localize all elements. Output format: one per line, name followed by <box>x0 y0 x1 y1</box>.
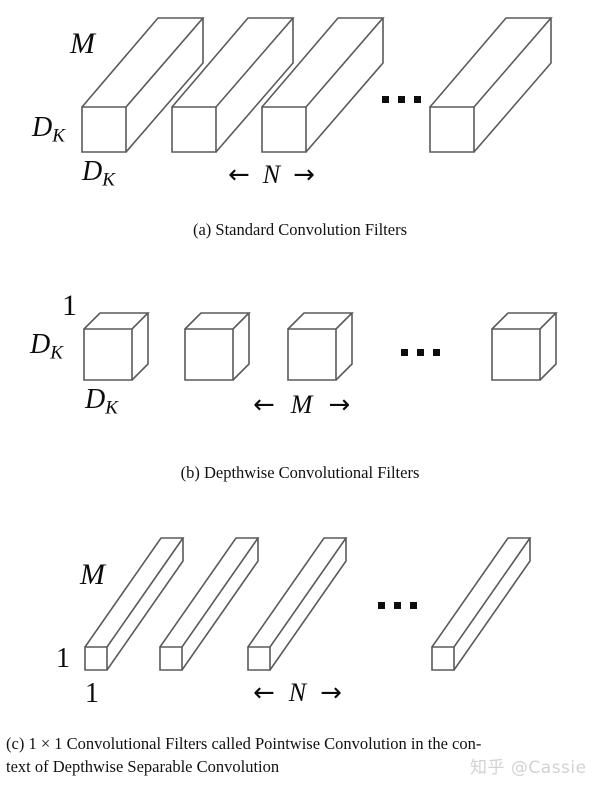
panel-a-height-label-sub: K <box>52 125 65 147</box>
panel-a-width-label-base: D <box>82 156 103 187</box>
prism-a-4 <box>429 17 553 153</box>
panel-b-caption: (b) Depthwise Convolutional Filters <box>180 463 420 482</box>
prism-c-4 <box>431 537 532 671</box>
ellipsis-dot <box>433 349 440 356</box>
prism-a-1 <box>81 17 205 153</box>
ellipsis-dot <box>414 96 421 103</box>
cube-b-2 <box>184 312 251 381</box>
panel-c-height-label: 1 <box>56 643 70 674</box>
panel-c-caption-line-1: (c) 1 × 1 Convolutional Filters called P… <box>6 734 482 753</box>
ellipsis-dot <box>398 96 405 103</box>
panel-a-width-label-sub: K <box>102 169 115 191</box>
panel-b-height-label: DK <box>30 329 63 364</box>
panel-a-count-arrow: ← N → <box>228 160 315 190</box>
arrow-right-icon: → <box>328 390 351 420</box>
prism-a-2 <box>171 17 295 153</box>
arrow-right-icon: → <box>320 678 342 708</box>
ellipsis-dot <box>401 349 408 356</box>
panel-b-diagram: 1 DK DK ← M → <box>0 255 600 440</box>
panel-c-width-label: 1 <box>85 678 99 709</box>
panel-c-depth-label: M <box>80 558 105 591</box>
prism-c-2 <box>159 537 260 671</box>
panel-b-count-label: M <box>290 390 313 419</box>
panel-a-ellipsis <box>382 96 421 103</box>
prism-c-1 <box>84 537 185 671</box>
panel-c-diagram: M 1 1 ← N → <box>0 520 600 710</box>
panel-a-width-label: DK <box>82 156 115 191</box>
panel-b-depthwise-convolution: 1 DK DK ← M → (b) Depthwise Convolutiona… <box>0 255 600 510</box>
panel-c-count-arrow: ← N → <box>253 678 342 708</box>
panel-b-depth-label: 1 <box>62 289 77 322</box>
arrow-left-icon: ← <box>253 678 275 708</box>
panel-b-height-label-base: D <box>30 329 51 360</box>
prism-c-3 <box>247 537 348 671</box>
cube-b-1 <box>83 312 150 381</box>
cube-b-4 <box>491 312 558 381</box>
panel-a-caption: (a) Standard Convolution Filters <box>192 220 408 239</box>
panel-a-prisms-svg <box>81 17 553 153</box>
panel-a-height-label: DK <box>32 112 65 147</box>
ellipsis-dot <box>417 349 424 356</box>
arrow-left-icon: ← <box>228 160 250 190</box>
panel-a-count-label: N <box>262 160 281 189</box>
ellipsis-dot <box>394 602 401 609</box>
panel-c-caption-line-2: text of Depthwise Separable Convolution <box>6 757 280 776</box>
panel-c-ellipsis <box>378 602 417 609</box>
arrow-left-icon: ← <box>253 390 275 420</box>
panel-a-diagram: M DK DK ← N → <box>0 0 600 210</box>
cube-b-3 <box>287 312 354 381</box>
panel-a-depth-label: M <box>70 27 95 60</box>
panel-a-height-label-base: D <box>32 112 53 143</box>
watermark: 知乎 @Cassie <box>470 758 587 778</box>
ellipsis-dot <box>378 602 385 609</box>
panel-b-width-label: DK <box>85 384 118 419</box>
panel-b-height-label-sub: K <box>50 342 63 364</box>
panel-b-ellipsis <box>401 349 440 356</box>
panel-a-standard-convolution: M DK DK ← N → (a) Standard Convolution F… <box>0 0 600 250</box>
panel-c-count-label: N <box>288 678 307 707</box>
panel-b-cubes-svg <box>83 312 558 381</box>
ellipsis-dot <box>382 96 389 103</box>
panel-c-prisms-svg <box>84 537 532 671</box>
panel-b-count-arrow: ← M → <box>253 390 350 420</box>
ellipsis-dot <box>410 602 417 609</box>
panel-b-width-label-sub: K <box>105 397 118 419</box>
prism-a-3 <box>261 17 385 153</box>
arrow-right-icon: → <box>293 160 315 190</box>
panel-b-width-label-base: D <box>85 384 106 415</box>
panel-c-pointwise-convolution: M 1 1 ← N → (c) 1 × 1 Convolutional Filt… <box>0 520 600 785</box>
